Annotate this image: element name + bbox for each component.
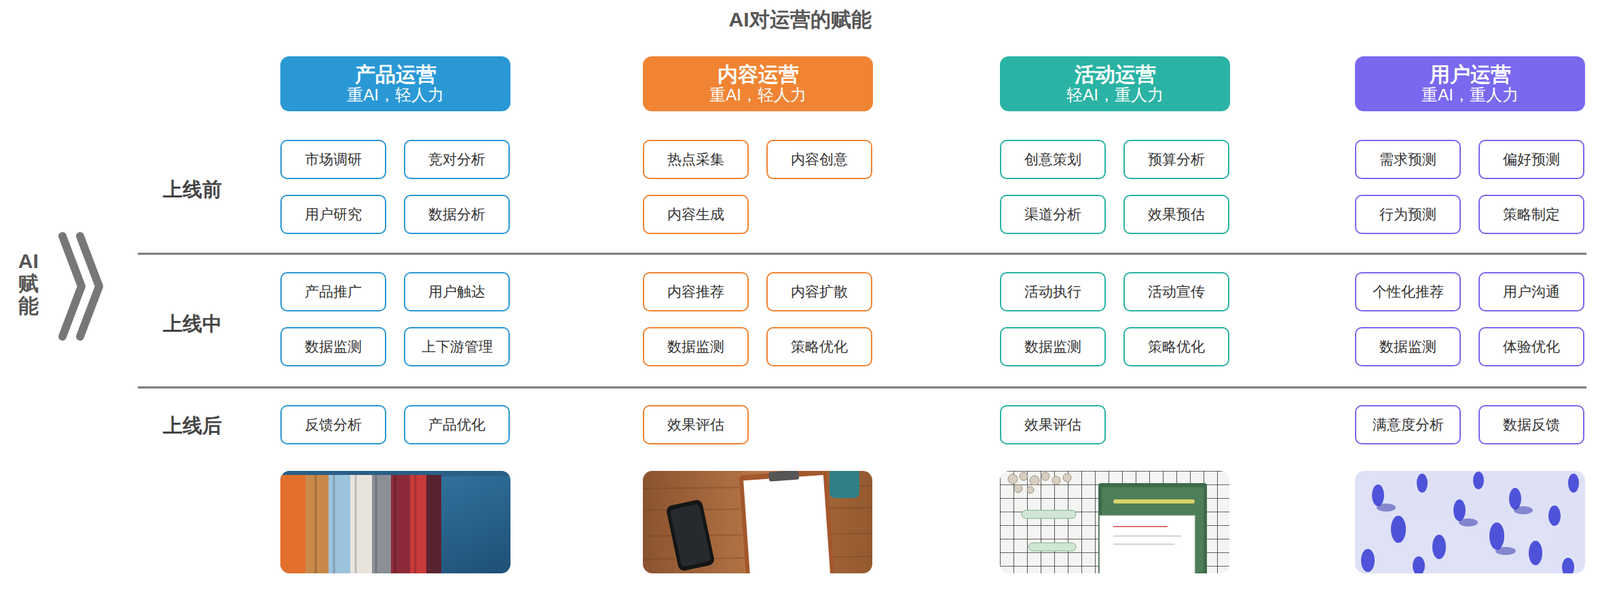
- task-label: 产品优化: [428, 415, 486, 435]
- task-label: 效果预估: [1147, 205, 1205, 225]
- task-label: 行为预测: [1379, 205, 1437, 225]
- header-subtitle: 重AI，轻人力: [346, 86, 444, 105]
- task-label: 策略优化: [1147, 337, 1205, 357]
- task-label: 上下游管理: [421, 337, 493, 357]
- task-label: 内容扩散: [790, 282, 848, 302]
- task-label: 内容推荐: [667, 282, 725, 302]
- task-label: 内容生成: [667, 205, 725, 225]
- task-label: 用户沟通: [1502, 282, 1560, 302]
- header-title: 内容运营: [717, 63, 799, 87]
- task-label: 产品推广: [304, 282, 362, 302]
- task-label: 数据监测: [304, 337, 362, 357]
- task-box: 用户研究: [280, 194, 387, 235]
- task-box: 数据监测: [642, 327, 749, 367]
- task-label: 创意策划: [1024, 150, 1082, 170]
- task-box: 策略优化: [766, 327, 873, 367]
- grid-desk-photo: [999, 471, 1230, 574]
- task-label: 用户研究: [304, 205, 362, 225]
- task-label: 活动宣传: [1147, 282, 1205, 302]
- task-box: 热点采集: [642, 139, 749, 180]
- task-box: 预算分析: [1123, 139, 1230, 180]
- task-box: 活动执行: [999, 272, 1106, 312]
- task-label: 个性化推荐: [1372, 282, 1444, 302]
- stage-label: 上线前: [162, 176, 222, 204]
- header-title: 用户运营: [1429, 63, 1512, 87]
- task-label: 数据监测: [667, 337, 725, 357]
- row-separator: [137, 386, 1587, 389]
- task-label: 热点采集: [667, 150, 725, 170]
- task-label: 数据反馈: [1502, 415, 1560, 435]
- header-subtitle: 轻AI，重人力: [1066, 86, 1164, 105]
- task-box: 体验优化: [1478, 327, 1585, 367]
- stage-label: 上线中: [162, 310, 222, 339]
- diagram-title: AI对运营的赋能: [0, 6, 1600, 34]
- task-label: 用户触达: [428, 282, 486, 302]
- category-header: 活动运营轻AI，重人力: [999, 56, 1231, 112]
- task-box: 上下游管理: [403, 327, 510, 367]
- task-label: 市场调研: [304, 150, 362, 170]
- task-box: 内容扩散: [766, 272, 873, 312]
- task-box: 用户沟通: [1478, 272, 1585, 312]
- task-box: 个性化推荐: [1354, 272, 1461, 312]
- task-box: 内容生成: [642, 194, 749, 235]
- category-header: 内容运营重AI，轻人力: [642, 56, 873, 112]
- task-label: 策略制定: [1502, 205, 1560, 225]
- task-box: 产品推广: [280, 272, 387, 312]
- task-box: 数据监测: [999, 327, 1106, 367]
- task-box: 活动宣传: [1123, 272, 1230, 312]
- task-box: 策略优化: [1123, 327, 1230, 367]
- task-label: 效果评估: [1024, 415, 1082, 435]
- clothes-photo: [280, 471, 511, 574]
- task-label: 活动执行: [1024, 282, 1082, 302]
- task-label: 反馈分析: [304, 415, 362, 435]
- desk-photo: [642, 471, 873, 574]
- chevron-symbol: [62, 236, 100, 337]
- task-label: 需求预测: [1379, 150, 1437, 170]
- stage-label: 上线后: [162, 412, 222, 440]
- task-box: 反馈分析: [280, 405, 387, 445]
- task-label: 内容创意: [790, 150, 848, 170]
- category-header: 产品运营重AI，轻人力: [280, 56, 511, 112]
- task-box: 渠道分析: [999, 194, 1106, 235]
- category-header: 用户运营重AI，重人力: [1354, 56, 1586, 112]
- task-box: 创意策划: [999, 139, 1106, 180]
- header-title: 活动运营: [1074, 63, 1157, 87]
- task-label: 满意度分析: [1372, 415, 1444, 435]
- header-title: 产品运营: [355, 63, 437, 87]
- task-box: 效果评估: [642, 405, 749, 445]
- task-label: 偏好预测: [1502, 150, 1560, 170]
- task-label: 渠道分析: [1024, 205, 1082, 225]
- task-box: 市场调研: [280, 139, 387, 180]
- task-box: 数据分析: [403, 194, 510, 235]
- task-box: 效果评估: [999, 405, 1106, 445]
- task-label: 数据监测: [1024, 337, 1082, 357]
- task-box: 满意度分析: [1354, 405, 1461, 445]
- task-label: 数据分析: [428, 205, 486, 225]
- task-box: 竞对分析: [403, 139, 510, 180]
- task-box: 数据监测: [1354, 327, 1461, 367]
- header-subtitle: 重AI，重人力: [1421, 86, 1519, 105]
- task-label: 体验优化: [1502, 337, 1560, 357]
- task-box: 用户触达: [403, 272, 510, 312]
- task-label: 策略优化: [790, 337, 848, 357]
- task-box: 行为预测: [1354, 194, 1461, 235]
- header-subtitle: 重AI，轻人力: [709, 86, 807, 105]
- crowd-photo: [1354, 471, 1586, 574]
- row-separator: [137, 253, 1587, 256]
- task-box: 数据监测: [280, 327, 387, 367]
- task-label: 数据监测: [1379, 337, 1437, 357]
- task-box: 偏好预测: [1478, 139, 1585, 180]
- task-box: 内容推荐: [642, 272, 749, 312]
- task-box: 效果预估: [1123, 194, 1230, 235]
- task-box: 内容创意: [766, 139, 873, 180]
- task-label: 效果评估: [667, 415, 725, 435]
- task-label: 竞对分析: [428, 150, 486, 170]
- task-box: 策略制定: [1478, 194, 1585, 235]
- task-box: 需求预测: [1354, 139, 1461, 180]
- task-box: 产品优化: [403, 405, 510, 445]
- side-label: AI赋能: [17, 249, 40, 318]
- task-box: 数据反馈: [1478, 405, 1585, 445]
- task-label: 预算分析: [1147, 150, 1205, 170]
